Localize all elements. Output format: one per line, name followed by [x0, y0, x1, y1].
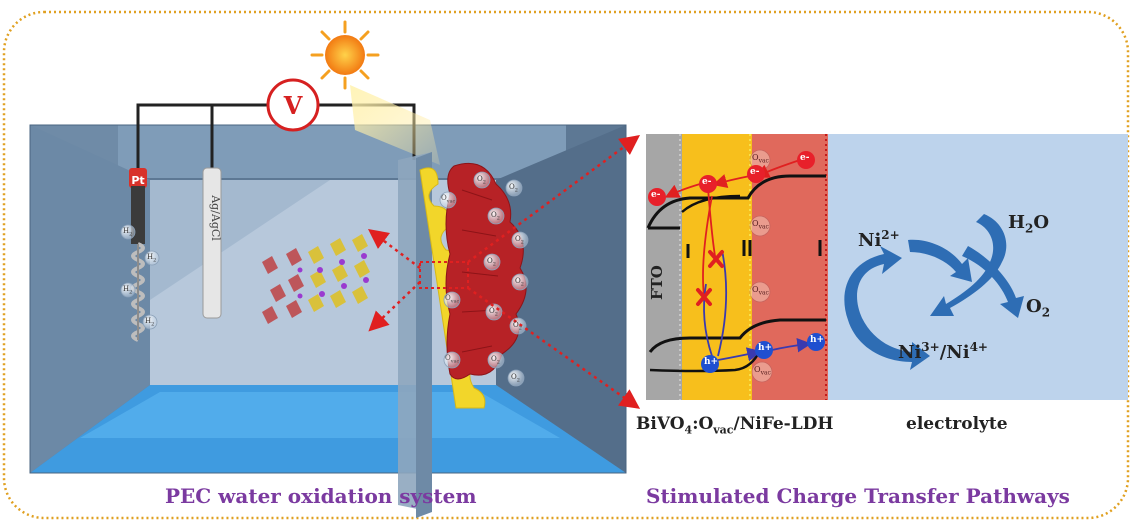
ovac-label: Ovac	[752, 153, 769, 165]
zoom-callout	[368, 135, 641, 409]
ovac-label: Ovac	[752, 285, 769, 297]
hole-label: h+	[758, 343, 773, 353]
h2-bubble-label: H2	[123, 285, 133, 296]
hole-icons	[701, 333, 825, 373]
crystal-structure	[262, 234, 370, 324]
ni-cycle-arrows	[844, 214, 1024, 370]
hole-label: h+	[704, 357, 719, 367]
ovac-label: Ovac	[445, 294, 460, 305]
ni34-label: Ni3+/Ni4+	[898, 340, 988, 363]
ovac-label: Ovac	[445, 354, 460, 365]
sun-icon	[310, 20, 440, 165]
o2-bubble-label: O2	[515, 277, 524, 288]
o2-bubble-label: O2	[477, 175, 486, 186]
o2-bubble-label: O2	[515, 235, 524, 246]
o2-bubble-label: O2	[487, 257, 496, 268]
o2-label: O2	[1026, 296, 1051, 320]
recombination-blocked-icon	[696, 250, 724, 306]
right-caption: Stimulated Charge Transfer Pathways	[646, 484, 1070, 508]
voltmeter-label: V	[283, 91, 303, 120]
electron-label: e-	[750, 167, 760, 177]
electron-label: e-	[651, 190, 661, 200]
reference-electrode: Ag/AgCl	[202, 167, 222, 319]
hole-paths	[703, 249, 812, 362]
photoanode	[398, 152, 527, 518]
pt-counter-electrode: Pt	[129, 168, 147, 342]
voltmeter: V	[266, 78, 320, 132]
o2-bubble-label: O2	[489, 307, 498, 318]
electrode-composition-label: BiVO4:Ovac/NiFe-LDH	[636, 414, 834, 437]
h2o-label: H2O	[1008, 212, 1050, 236]
h2-bubble-label: H2	[147, 253, 157, 264]
hole-label: h+	[810, 335, 825, 345]
ovac-label: Ovac	[752, 219, 769, 231]
electrolyte-region	[828, 134, 1128, 400]
h2-bubble-label: H2	[145, 317, 155, 328]
ni2-label: Ni2+	[858, 228, 900, 251]
o2-bubble-label: O2	[509, 183, 518, 194]
o2-bubble-label: O2	[491, 355, 500, 366]
fto-label: FTO	[648, 265, 666, 300]
ovac-label: Ovac	[441, 194, 456, 205]
electron-label: e-	[800, 153, 810, 163]
left-caption: PEC water oxidation system	[165, 484, 477, 508]
electron-label: e-	[702, 177, 712, 187]
h2-bubble-label: H2	[123, 227, 133, 238]
electron-icons	[648, 151, 815, 206]
h2-bubbles	[120, 224, 160, 330]
o2-bubble-label: O2	[513, 321, 522, 332]
ovac-label: Ovac	[754, 365, 771, 377]
fto-layer	[646, 134, 682, 400]
o2-bubble-label: O2	[491, 211, 500, 222]
o2-bubble-label: O2	[511, 373, 520, 384]
ovac-sites	[439, 191, 461, 369]
electrolyte-label: electrolyte	[906, 414, 1008, 434]
frame-border	[2, 10, 1130, 520]
pt-label: Pt	[131, 174, 144, 187]
electrolysis-tank	[29, 124, 627, 474]
reference-electrode-label: Ag/AgCl	[209, 194, 222, 241]
